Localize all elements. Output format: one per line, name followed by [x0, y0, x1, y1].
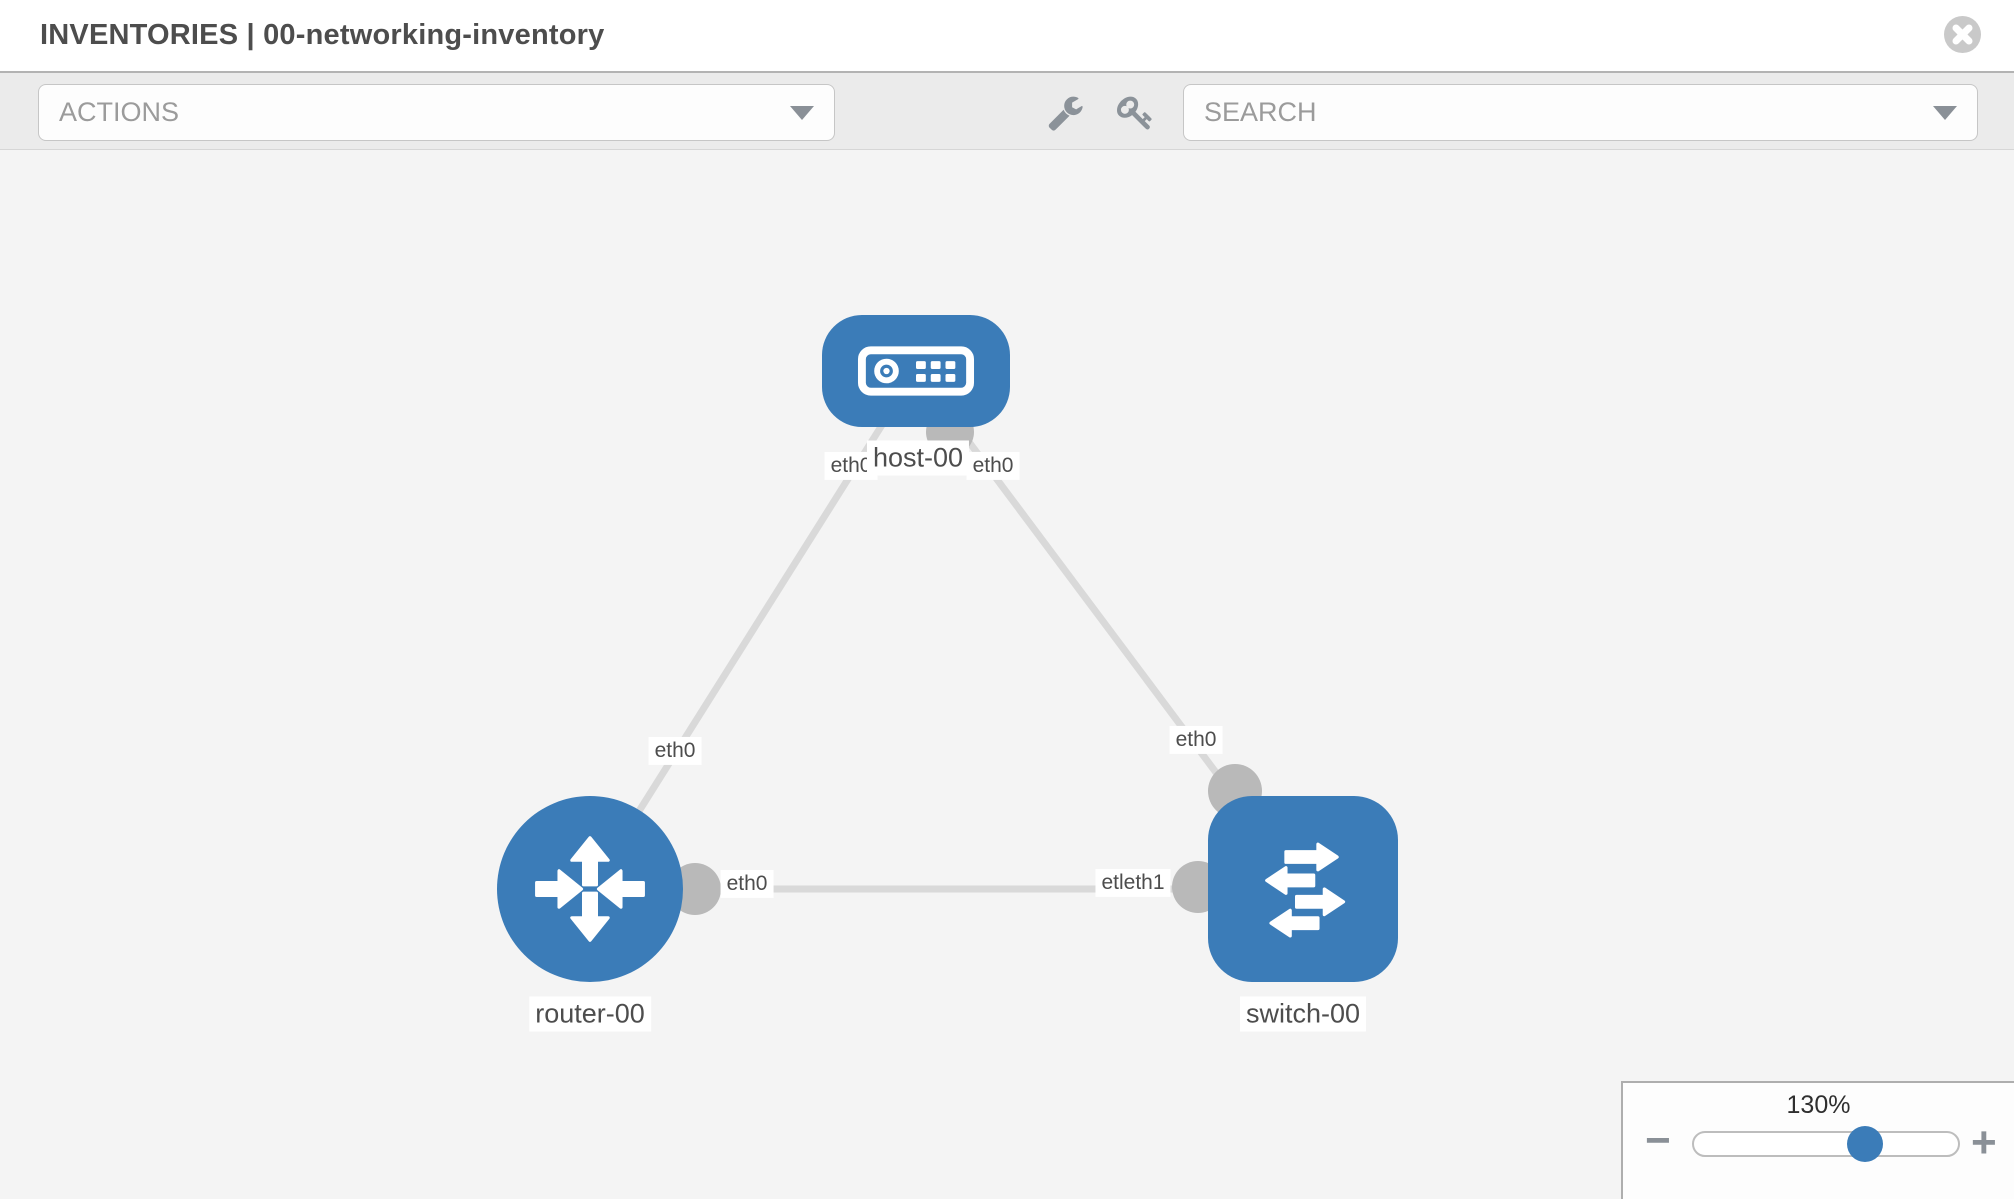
wrench-button[interactable]: [1046, 94, 1084, 132]
iface-label: eth0: [966, 451, 1020, 481]
wrench-icon: [1048, 96, 1083, 131]
key-icon: [1116, 96, 1152, 130]
actions-dropdown[interactable]: ACTIONS: [38, 84, 835, 141]
node-switch-00[interactable]: [1208, 796, 1398, 982]
zoom-out-button[interactable]: −: [1645, 1116, 1671, 1165]
chevron-down-icon: [790, 105, 814, 120]
close-button[interactable]: [1944, 16, 1981, 53]
page-title: INVENTORIES | 00-networking-inventory: [40, 19, 605, 51]
router-icon: [535, 836, 645, 942]
zoom-slider-track[interactable]: [1692, 1131, 1960, 1157]
actions-dropdown-label: ACTIONS: [59, 97, 180, 127]
switch-icon: [1265, 842, 1346, 938]
close-icon: [1944, 16, 1981, 53]
zoom-in-button[interactable]: +: [1971, 1118, 1997, 1167]
search-dropdown[interactable]: SEARCH: [1183, 84, 1978, 141]
chevron-down-icon: [1933, 105, 1957, 120]
toolbar: ACTIONS SEARCH: [0, 73, 2014, 150]
host-icon: [857, 346, 975, 396]
topology-canvas[interactable]: host-00 router-00 switch-00 eth0 eth0 et…: [0, 150, 2014, 1199]
node-host-00[interactable]: [822, 315, 1010, 427]
zoom-level: 130%: [1786, 1091, 1851, 1119]
node-label-host: host-00: [866, 440, 970, 476]
iface-label: etleth1: [1095, 868, 1171, 898]
key-button[interactable]: [1116, 94, 1154, 132]
links-layer: [587, 368, 1306, 915]
zoom-slider-thumb[interactable]: [1847, 1126, 1883, 1162]
header: INVENTORIES | 00-networking-inventory: [0, 0, 2014, 73]
iface-label: eth0: [1169, 725, 1223, 755]
node-label-switch: switch-00: [1239, 996, 1367, 1032]
search-dropdown-label: SEARCH: [1204, 97, 1317, 127]
iface-label: eth0: [648, 736, 702, 766]
zoom-panel: 130% − +: [1621, 1081, 2014, 1199]
node-label-router: router-00: [529, 996, 651, 1032]
node-router-00[interactable]: [497, 796, 683, 982]
iface-label: eth0: [720, 869, 774, 899]
